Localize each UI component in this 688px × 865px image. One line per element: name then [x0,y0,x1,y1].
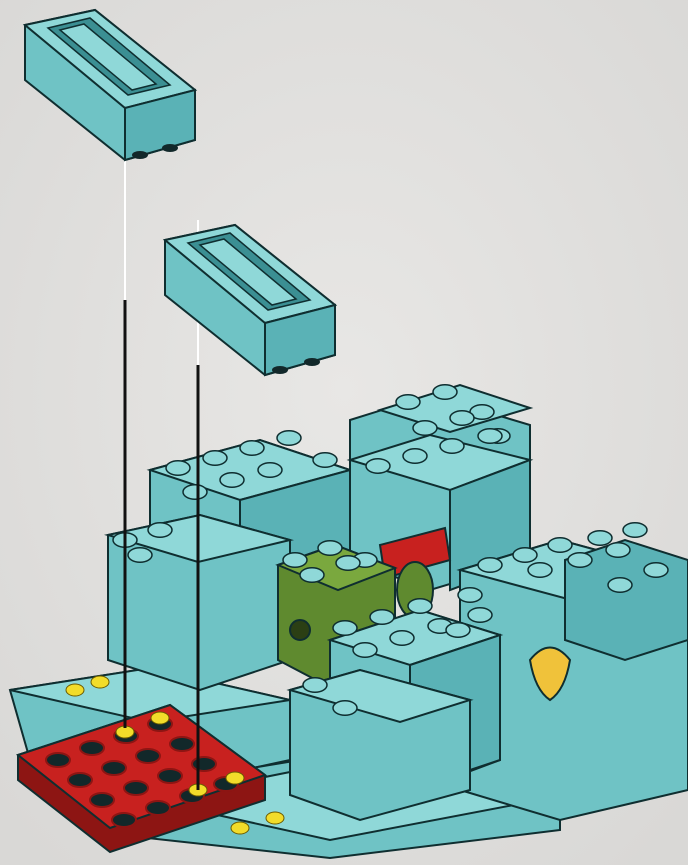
stud [370,610,394,624]
stud [283,553,307,567]
yellow-marker [266,812,284,824]
yellow-marker [151,712,169,724]
stud [336,556,360,570]
plate-hole [192,757,216,771]
stud [528,563,552,577]
stud [166,461,190,475]
stud [468,608,492,622]
stud [366,459,390,473]
stud [220,473,244,487]
plate-hole [158,769,182,783]
yellow-marker [91,676,109,688]
plate-hole [46,753,70,767]
stud [606,543,630,557]
stud [413,421,437,435]
stud [446,623,470,637]
stud [396,395,420,409]
stud [478,558,502,572]
stud [408,599,432,613]
plate-hole [90,793,114,807]
stud [513,548,537,562]
stud [440,439,464,453]
stud [353,643,377,657]
plate-hole [112,813,136,827]
plate-hole [136,749,160,763]
stud [588,531,612,545]
stud [433,385,457,399]
stud [450,411,474,425]
stud [548,538,572,552]
stud [313,453,337,467]
stud [318,541,342,555]
stud [183,485,207,499]
stud [333,701,357,715]
stud [203,451,227,465]
plate-hole [80,741,104,755]
stud [608,578,632,592]
stud [303,678,327,692]
stud [240,441,264,455]
stud [390,631,414,645]
plate-hole [170,737,194,751]
stud [644,563,668,577]
stud [333,621,357,635]
plate-hole [102,761,126,775]
stud [623,523,647,537]
stud [403,449,427,463]
plate-hole [124,781,148,795]
plate-hole [146,801,170,815]
stud [128,548,152,562]
yellow-marker [226,772,244,784]
stud [300,568,324,582]
yellow-marker [231,822,249,834]
stud [148,523,172,537]
stud [258,463,282,477]
stud [458,588,482,602]
stud [568,553,592,567]
plate-hole [68,773,92,787]
stud [478,429,502,443]
stud [277,431,301,445]
yellow-marker [66,684,84,696]
